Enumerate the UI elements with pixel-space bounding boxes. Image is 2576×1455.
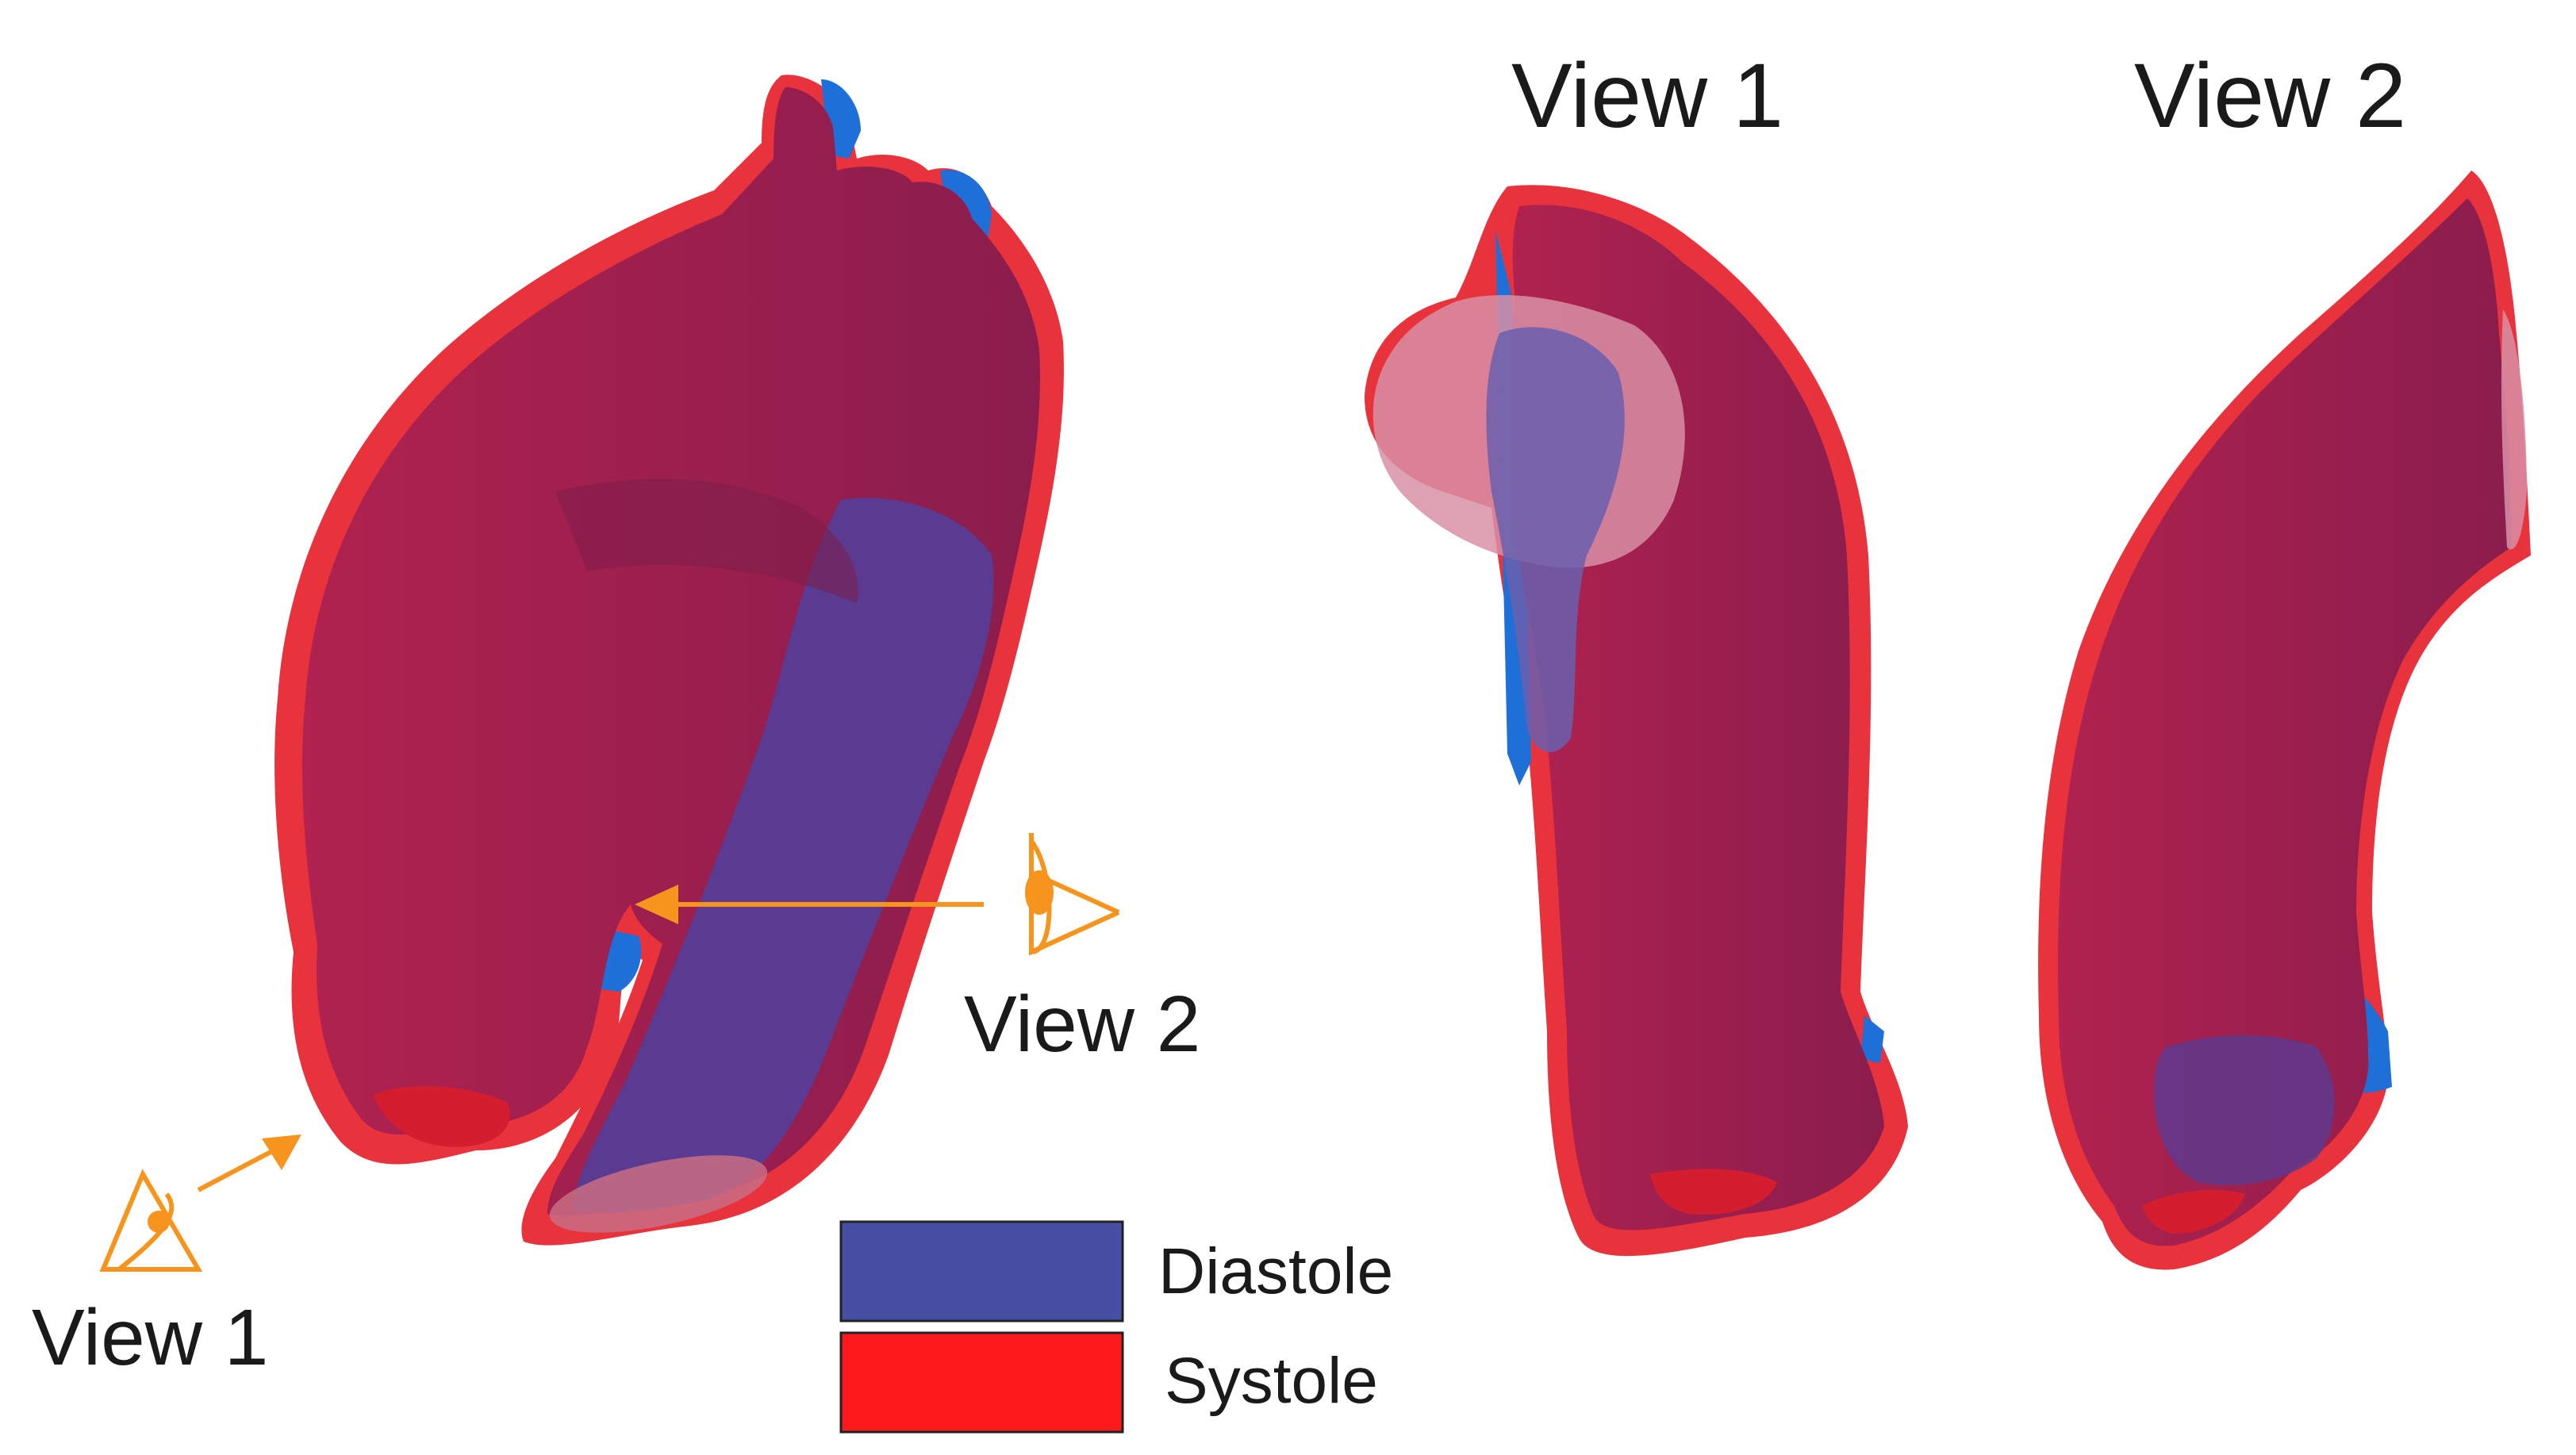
- view2-marker-label: View 2: [964, 980, 1200, 1069]
- view2-eye-marker: [635, 833, 1120, 956]
- view1-arrow-head: [262, 1134, 301, 1170]
- view1-diastole-inner: [1486, 327, 1625, 753]
- legend-label-diastole: Diastole: [1158, 1235, 1393, 1307]
- distal-end-systole: [373, 1086, 510, 1147]
- legend: Diastole Systole: [839, 1220, 1393, 1434]
- view1-title: View 1: [1511, 45, 1783, 147]
- legend-swatch-diastole: [839, 1220, 1124, 1323]
- legend-swatch-systole: [839, 1331, 1124, 1434]
- view1-model: [1365, 185, 1908, 1257]
- legend-label-systole: Systole: [1165, 1345, 1378, 1417]
- view2-open-end: [2501, 309, 2527, 550]
- view2-distal-end: [2142, 1190, 2245, 1234]
- arch-inner-shade: [555, 478, 858, 603]
- view1-marker-label: View 1: [32, 1293, 268, 1382]
- aortic-arch-model: [274, 75, 1064, 1246]
- view2-model: [2038, 171, 2531, 1270]
- view1-diastole-glimpse-2: [1860, 1015, 1884, 1063]
- view1-eye-marker: [99, 1134, 301, 1272]
- view1-arrow-line: [197, 1148, 275, 1192]
- view2-diastole-inner: [2154, 1035, 2335, 1185]
- descending-aorta-opening: [549, 1155, 768, 1233]
- descending-aorta-diastole: [571, 497, 994, 1214]
- view2-arrow-head: [635, 885, 678, 924]
- view2-overlap-body: [2058, 198, 2511, 1246]
- view1-distal-end: [1650, 1169, 1777, 1215]
- view2-title: View 2: [2134, 45, 2406, 147]
